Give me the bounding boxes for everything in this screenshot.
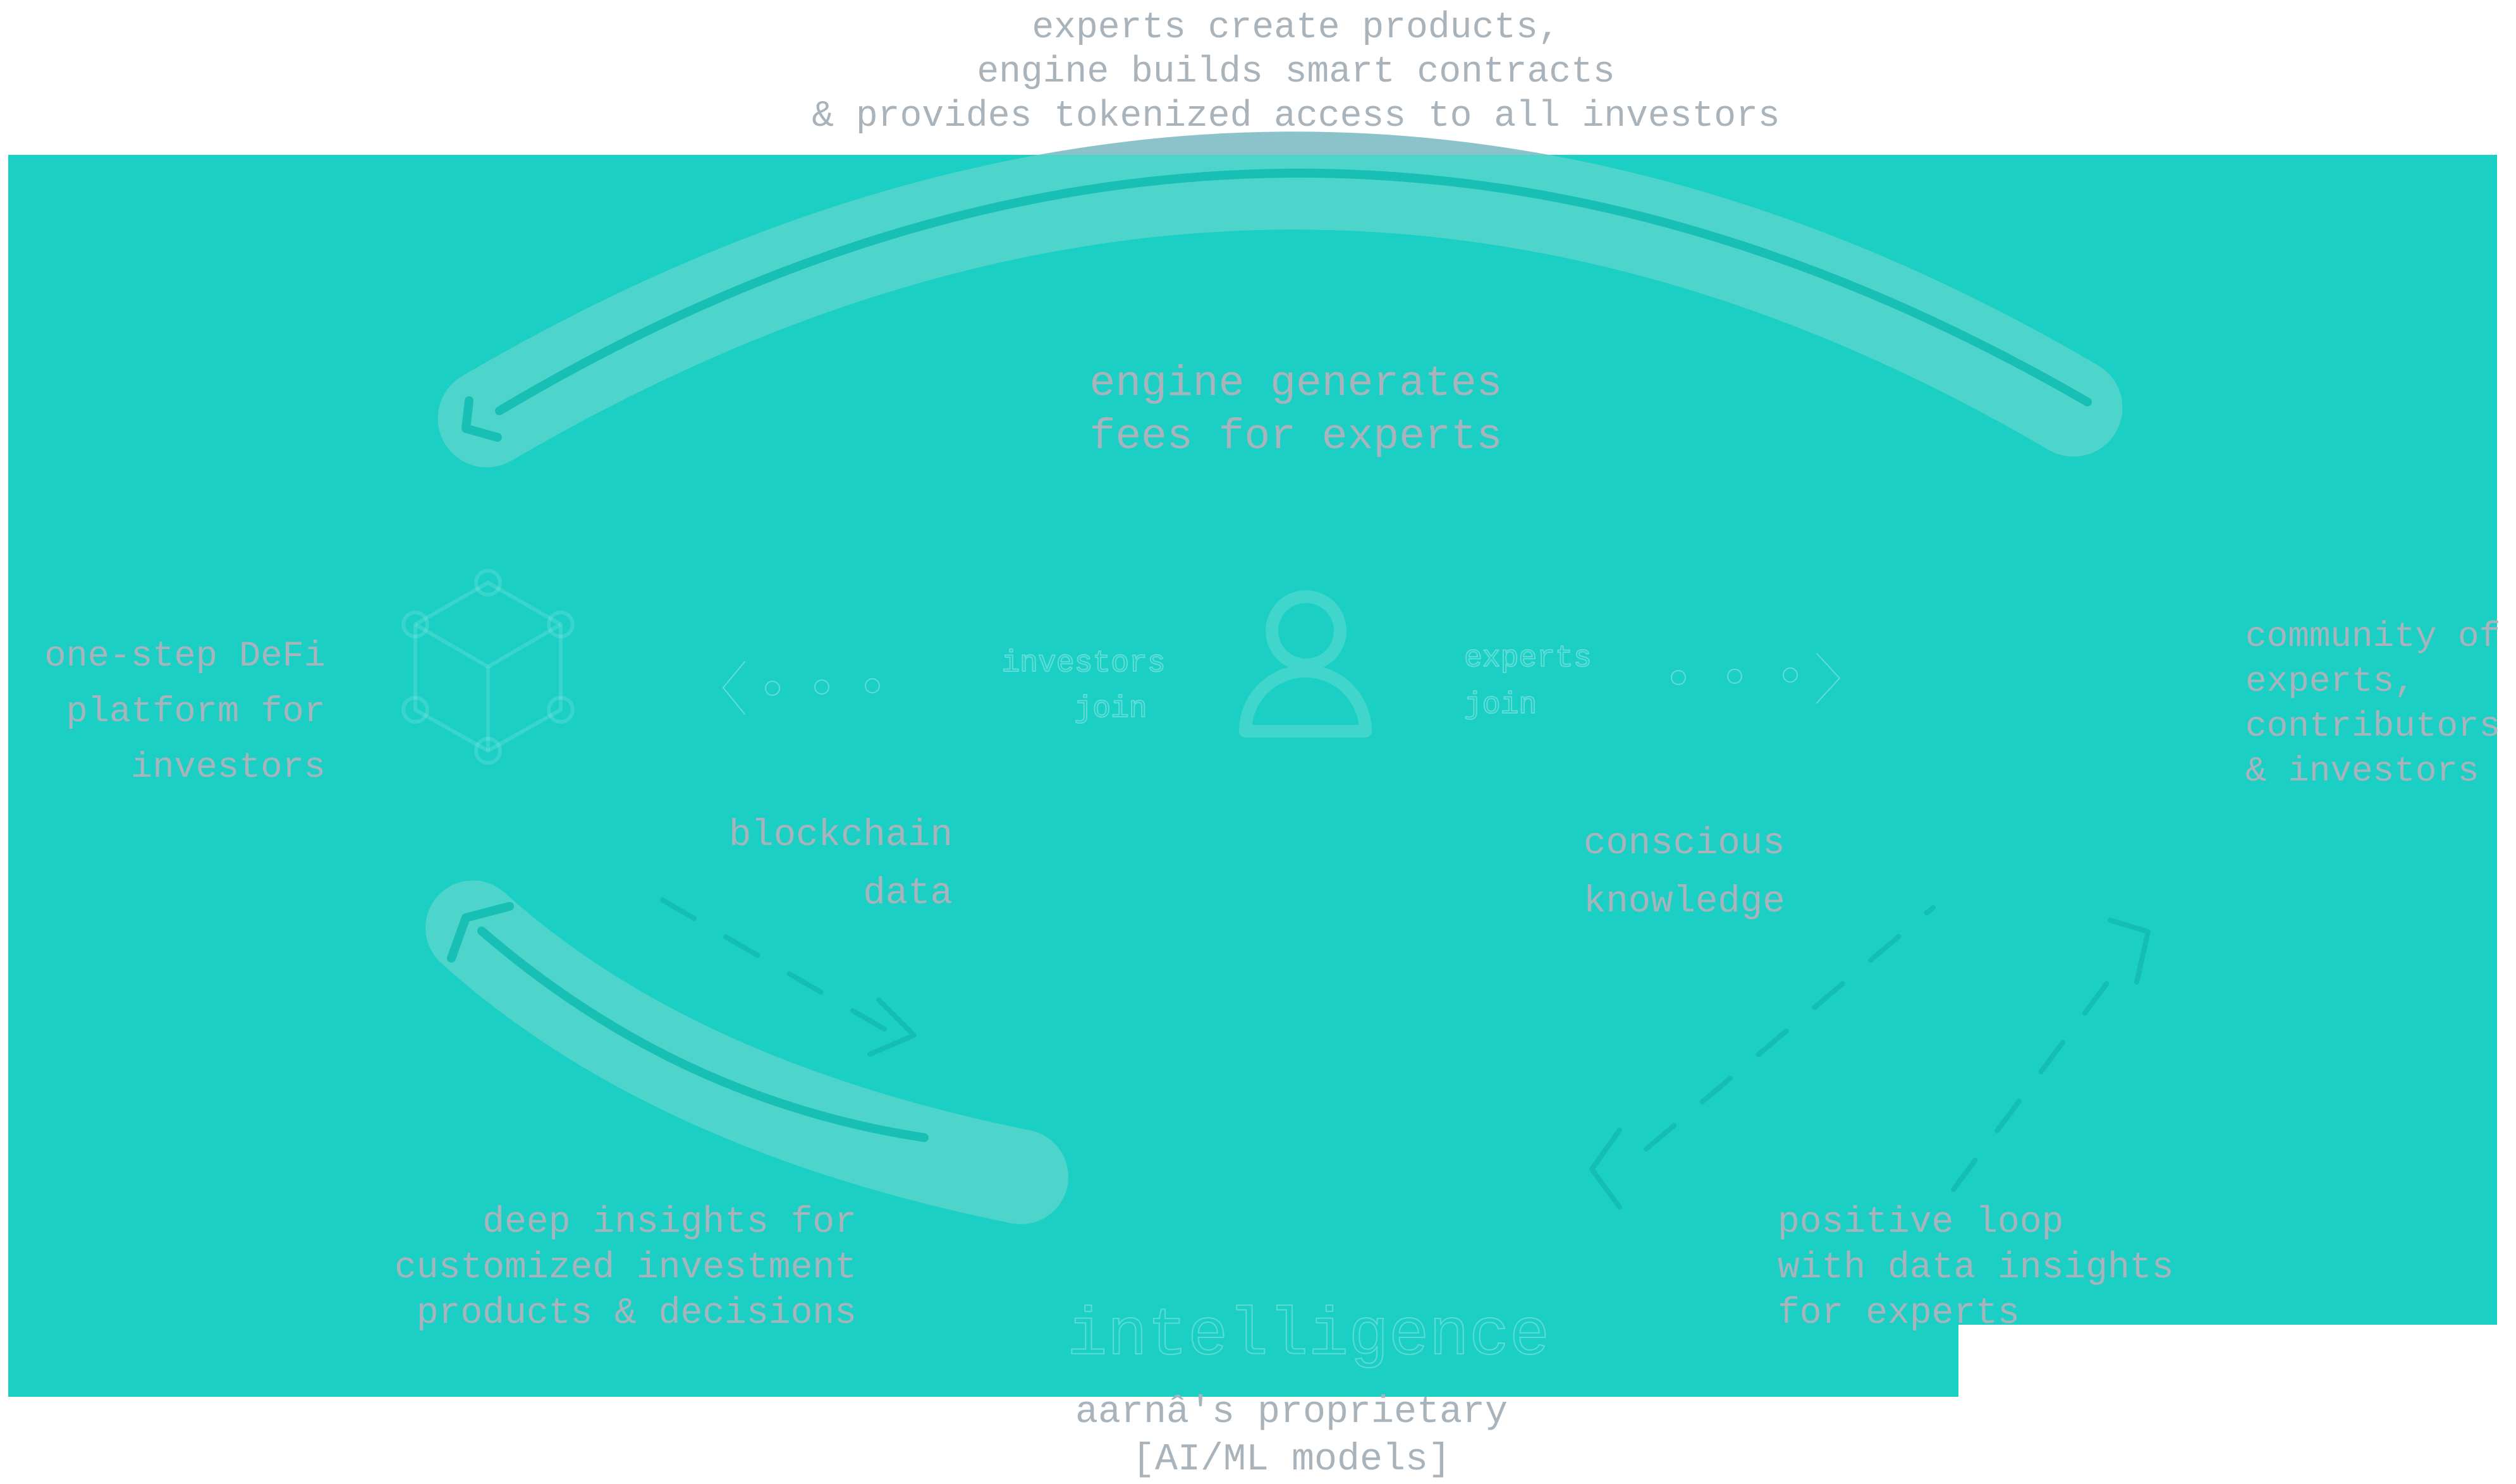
label-positive-loop: positive loop with data insights for exp… (1778, 1200, 2283, 1337)
label-community-line: & investors (2245, 751, 2479, 791)
label-conscious-knowledge: conscious knowledge (1584, 815, 1912, 931)
caption-bottom: aarnâ's proprietary [AI/ML models] (786, 1389, 1797, 1484)
dot-icon (765, 681, 780, 696)
label-conscious-knowledge-line: conscious (1584, 822, 1785, 865)
dot-icon (865, 678, 880, 693)
dot-icon (1727, 669, 1742, 684)
chevron-right-icon (1816, 653, 1840, 703)
label-blockchain-data-line: blockchain (728, 814, 953, 856)
watermark-experts: experts (1464, 642, 1592, 676)
label-investors-platform-line: one-step DeFi (44, 636, 326, 677)
label-investors-platform-line: investors (131, 748, 326, 788)
watermark-flow-row: investors join experts join (723, 641, 1840, 727)
caption-bottom-line: aarnâ's proprietary (1075, 1391, 1508, 1434)
label-investors-platform: one-step DeFi platform for investors (35, 629, 326, 796)
arrowhead-up-left-icon (447, 902, 514, 963)
label-deep-insights-line: deep insights for (482, 1202, 857, 1243)
label-community-line: community of (2245, 616, 2501, 657)
label-engine-fees-line: fees for experts (1089, 413, 1503, 461)
caption-bottom-line: [AI/ML models] (1132, 1438, 1451, 1481)
dot-icon (1783, 667, 1798, 683)
caption-top-line: experts create products, (1032, 8, 1560, 49)
dot-icon (1671, 670, 1686, 685)
curved-arrow-bottom-icon (425, 880, 1068, 1224)
dot-icon (814, 679, 829, 695)
caption-top-line: & provides tokenized access to all inves… (812, 96, 1780, 137)
label-blockchain-data: blockchain data (695, 806, 953, 923)
label-engine-fees: engine generates fees for experts (917, 358, 1675, 464)
chevron-left-icon (723, 661, 745, 715)
label-deep-insights: deep insights for customized investment … (351, 1200, 857, 1337)
blockchain-cube-icon (401, 569, 575, 765)
caption-top-line: engine builds smart contracts (977, 52, 1615, 93)
label-community-line: experts, (2245, 661, 2415, 702)
label-blockchain-data-line: data (863, 872, 953, 915)
label-positive-loop-line: for experts (1778, 1293, 2020, 1334)
dashed-arrow-up-right-icon (1951, 964, 2122, 1192)
caption-top: experts create products, engine builds s… (727, 6, 1865, 139)
arrowhead-down-left-icon (461, 396, 502, 442)
label-conscious-knowledge-line: knowledge (1584, 880, 1785, 923)
label-engine-fees-line: engine generates (1089, 360, 1503, 408)
label-deep-insights-line: products & decisions (416, 1293, 857, 1334)
dashed-arrow-down-left-icon (1644, 905, 1936, 1152)
watermark-investors-join: join (1074, 692, 1147, 726)
label-deep-insights-line: customized investment (394, 1248, 857, 1289)
label-community-line: contributors (2245, 706, 2501, 746)
label-community: community of experts, contributors & inv… (2245, 614, 2516, 794)
watermark-experts-join: join (1464, 688, 1537, 722)
label-positive-loop-line: positive loop (1778, 1202, 2064, 1243)
watermark-intelligence: intelligence (1067, 1298, 1549, 1374)
dashed-flow-arrows (660, 897, 2151, 1210)
label-positive-loop-line: with data insights (1778, 1248, 2174, 1289)
watermark-investors: investors (1001, 647, 1165, 681)
curved-arrow-top-icon (437, 131, 2123, 468)
person-icon (1239, 590, 1372, 738)
label-investors-platform-line: platform for (66, 692, 326, 733)
